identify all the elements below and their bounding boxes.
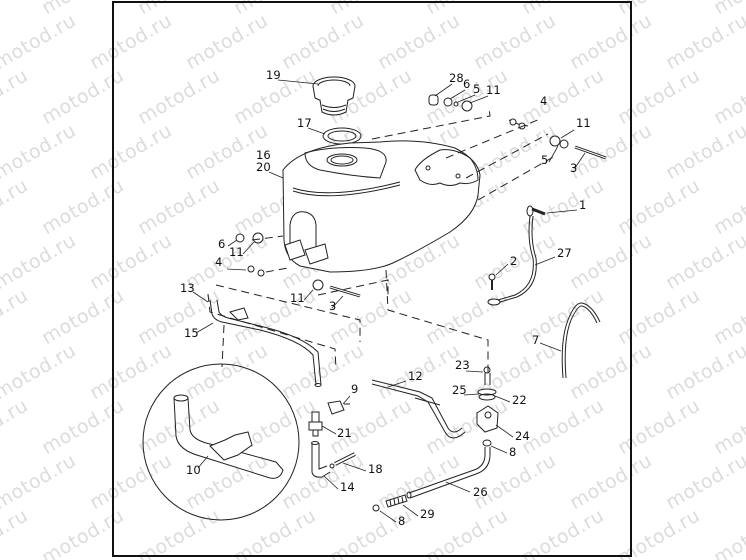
callout-21: 21 [337,426,352,440]
vent-hose-part [561,302,601,379]
callout-leader-lines [192,79,586,523]
elbow-hose-part [311,441,331,478]
callout-1: 1 [579,198,586,212]
callout-27: 27 [557,246,572,260]
callout-11: 11 [229,245,244,259]
callout-17: 17 [297,116,312,130]
callout-12: 12 [408,369,423,383]
callout-4: 4 [215,255,222,269]
mount-bolt-group-right [508,118,607,160]
callout-2: 2 [510,254,517,268]
callout-29: 29 [420,507,435,521]
callout-9: 9 [351,382,358,396]
callout-15: 15 [184,326,199,340]
detail-view-circle [142,363,300,521]
fuel-cap-part [312,76,356,116]
callout-24: 24 [515,429,530,443]
callout-28: 28 [449,71,464,85]
ground-cable-part [487,205,546,306]
callout-11: 11 [576,116,591,130]
fuel-hose-lower-part [406,447,491,499]
spring-part [372,494,408,512]
callout-8: 8 [398,514,405,528]
callout-6: 6 [463,77,470,91]
check-valve-part [329,452,356,469]
callout-11: 11 [290,291,305,305]
callout-3: 3 [329,299,336,313]
callout-19: 19 [266,68,281,82]
cap-gasket-part [322,127,362,145]
callout-26: 26 [473,485,488,499]
fuel-hose-upper-part [371,379,466,439]
assembly-guide-lines [207,107,556,375]
fuel-valve-part [476,366,499,447]
callout-5: 5 [541,153,548,167]
callout-10: 10 [186,463,201,477]
callout-20: 20 [256,160,271,174]
callout-18: 18 [368,462,383,476]
diagram-frame [112,1,632,557]
callout-8: 8 [509,445,516,459]
callout-5: 5 [473,82,480,96]
spacer-washer-group-top [428,94,473,112]
callout-13: 13 [180,281,195,295]
fitting-part [308,411,323,437]
callout-22: 22 [512,393,527,407]
callout-11: 11 [486,83,501,97]
mount-bolt-group-left [235,232,361,298]
clamp-part [327,400,350,415]
callout-3: 3 [570,161,577,175]
callout-23: 23 [455,358,470,372]
callout-7: 7 [532,333,539,347]
callout-25: 25 [452,383,467,397]
crossover-tube-part [209,299,322,387]
callout-4: 4 [540,94,547,108]
callout-6: 6 [218,237,225,251]
callout-14: 14 [340,480,355,494]
callout-16: 16 [256,148,271,162]
fuel-tank-part [282,140,481,273]
callout-labels: 19 28 6 5 11 4 17 11 16 20 5 3 1 6 11 2 … [180,68,591,528]
